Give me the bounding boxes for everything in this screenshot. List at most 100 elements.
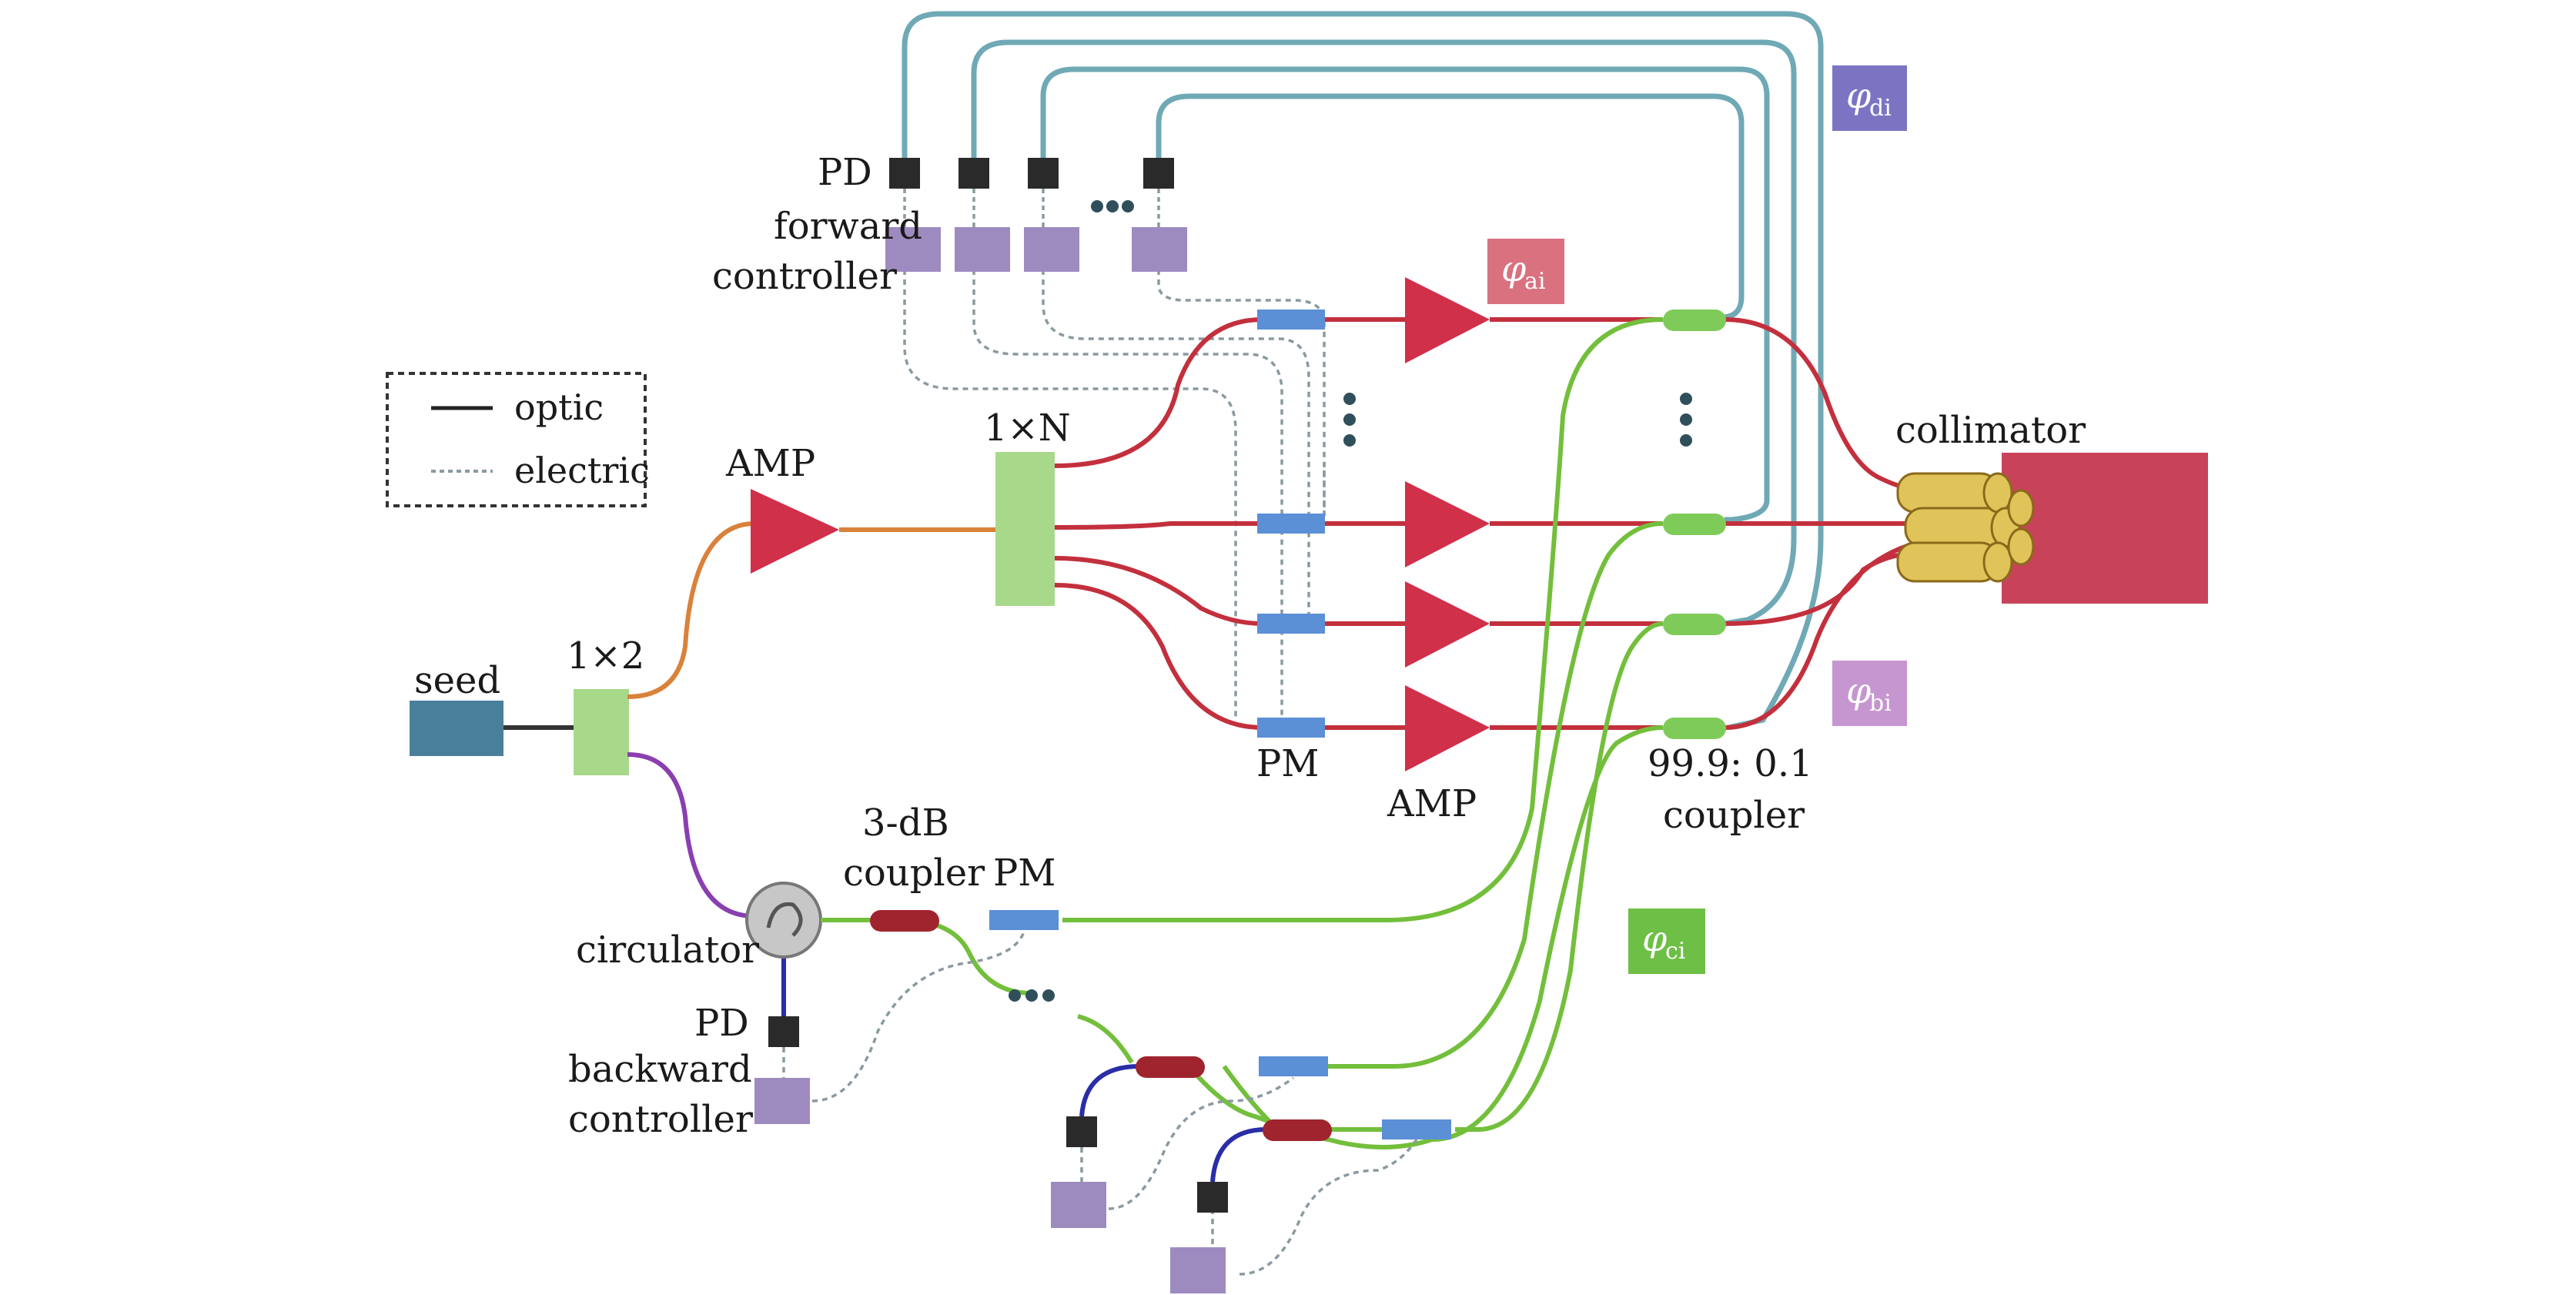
circulator-arrow xyxy=(766,902,803,937)
forward-controller-3 xyxy=(1024,227,1079,272)
coupler-ch4 xyxy=(1663,718,1726,739)
pd-top-4 xyxy=(1143,158,1174,189)
ellipsis-dots xyxy=(1009,200,1692,1002)
amp-ch3 xyxy=(1405,581,1490,668)
channel-amps xyxy=(1405,277,1490,771)
svg-text:bi: bi xyxy=(1869,690,1892,717)
pm-ref-2 xyxy=(1259,1056,1328,1076)
backward-controller-label-1: backward xyxy=(568,1048,752,1091)
phase-label-ci: φ ci xyxy=(1628,909,1705,974)
pd-controller-links xyxy=(903,189,1160,227)
forward-controller-1 xyxy=(885,227,941,272)
controllers xyxy=(754,227,1226,1293)
coupler-ratio-label-2: coupler xyxy=(1663,794,1805,837)
coupler-ch1 xyxy=(1663,310,1726,331)
pm-ch1 xyxy=(1257,310,1325,330)
pm-ref-3 xyxy=(1382,1119,1451,1139)
ellipsis-ref-3 xyxy=(1042,989,1055,1002)
forward-controller-label-1: forward xyxy=(774,205,922,248)
reference-fibers xyxy=(900,317,1664,1149)
seed-source xyxy=(410,701,503,756)
pd-top-label: PD xyxy=(818,151,872,194)
3db-coupler-label-1: 3-dB xyxy=(862,801,949,845)
pd-back xyxy=(768,1016,799,1047)
ellipsis-ref-1 xyxy=(1009,989,1021,1002)
svg-text:φ: φ xyxy=(1846,75,1872,116)
amp-top-label: AMP xyxy=(725,442,815,485)
phase-label-di: φ di xyxy=(1832,65,1907,131)
phase-label-ai: φ ai xyxy=(1487,239,1564,304)
photodetectors xyxy=(768,158,1228,1213)
output-couplers xyxy=(1663,310,1726,739)
pm-ch2 xyxy=(1257,514,1325,534)
feedback-cables xyxy=(902,11,1824,731)
3db-coupler-3 xyxy=(1263,1119,1332,1141)
coupler-ch3 xyxy=(1663,614,1726,635)
pd-top-2 xyxy=(958,158,989,189)
ellipsis-coupler-1 xyxy=(1680,393,1692,405)
forward-controller-label-2: controller xyxy=(712,255,897,298)
splitter-1x2-label: 1×2 xyxy=(567,634,644,678)
collimator-bundle xyxy=(1896,472,2035,583)
svg-text:φ: φ xyxy=(1846,670,1872,711)
pd-back-label: PD xyxy=(694,1002,749,1045)
ellipsis-pd-2 xyxy=(1106,200,1119,212)
pd-top-3 xyxy=(1028,158,1059,189)
backward-electric-lines xyxy=(782,931,1418,1276)
amp-top-triangle xyxy=(751,489,839,574)
svg-text:φ: φ xyxy=(1501,248,1527,289)
svg-text:ai: ai xyxy=(1524,268,1545,295)
ellipsis-coupler-3 xyxy=(1680,434,1692,447)
splitter-1xN-label: 1×N xyxy=(984,407,1071,450)
3db-couplers xyxy=(870,910,1332,1141)
output-beam xyxy=(2002,453,2208,604)
svg-text:di: di xyxy=(1869,95,1892,122)
circulator-label: circulator xyxy=(576,929,759,972)
pm-bottom-label: PM xyxy=(1256,742,1319,785)
pm-ch3 xyxy=(1257,614,1325,634)
ellipsis-ref-2 xyxy=(1025,989,1038,1002)
backward-controller-3 xyxy=(1170,1247,1226,1293)
amp-ch4 xyxy=(1405,685,1490,771)
3db-coupler-label-2: coupler xyxy=(843,852,985,895)
coupler-ratio-label-1: 99.9: 0.1 xyxy=(1648,742,1813,785)
forward-controller-2 xyxy=(955,227,1010,272)
channel-pms xyxy=(1257,310,1325,738)
orange-fiber xyxy=(627,521,755,699)
ellipsis-amp-2 xyxy=(1343,413,1356,426)
ellipsis-pd-3 xyxy=(1122,200,1134,212)
reference-pms xyxy=(989,910,1451,1139)
legend-box xyxy=(386,372,647,507)
pm-ch4 xyxy=(1257,718,1325,738)
svg-text:ci: ci xyxy=(1665,938,1685,965)
backward-controller xyxy=(754,1078,810,1124)
splitter-1x2 xyxy=(574,689,629,775)
pd-top-1 xyxy=(889,158,920,189)
backward-controller-label-2: controller xyxy=(568,1098,753,1141)
pm-ref-main xyxy=(989,910,1059,930)
ellipsis-amp-1 xyxy=(1343,393,1356,405)
amp-ch2 xyxy=(1405,481,1490,567)
collimator-label: collimator xyxy=(1895,409,2086,452)
ellipsis-amp-3 xyxy=(1343,434,1356,447)
pd-back-2 xyxy=(1066,1116,1097,1147)
pd-back-3 xyxy=(1197,1182,1228,1213)
svg-text:φ: φ xyxy=(1642,918,1668,959)
coupler-ch2 xyxy=(1663,514,1726,535)
ellipsis-pd-1 xyxy=(1091,200,1103,212)
splitter-1xN xyxy=(995,452,1055,606)
forward-controller-4 xyxy=(1132,227,1187,272)
legend-electric-label: electric xyxy=(514,450,650,491)
seed-label: seed xyxy=(414,659,500,702)
forward-electric-lines xyxy=(903,269,1326,720)
purple-fiber xyxy=(627,752,755,919)
backward-controller-2 xyxy=(1051,1182,1106,1228)
3db-coupler-main xyxy=(870,910,939,932)
amp-ch1 xyxy=(1405,277,1490,363)
3db-coupler-2 xyxy=(1136,1056,1205,1078)
amp-channel-fibers xyxy=(1054,317,1918,730)
pm-ref-label: PM xyxy=(993,852,1055,895)
amp-bottom-label: AMP xyxy=(1387,782,1477,825)
ellipsis-coupler-2 xyxy=(1680,413,1692,426)
